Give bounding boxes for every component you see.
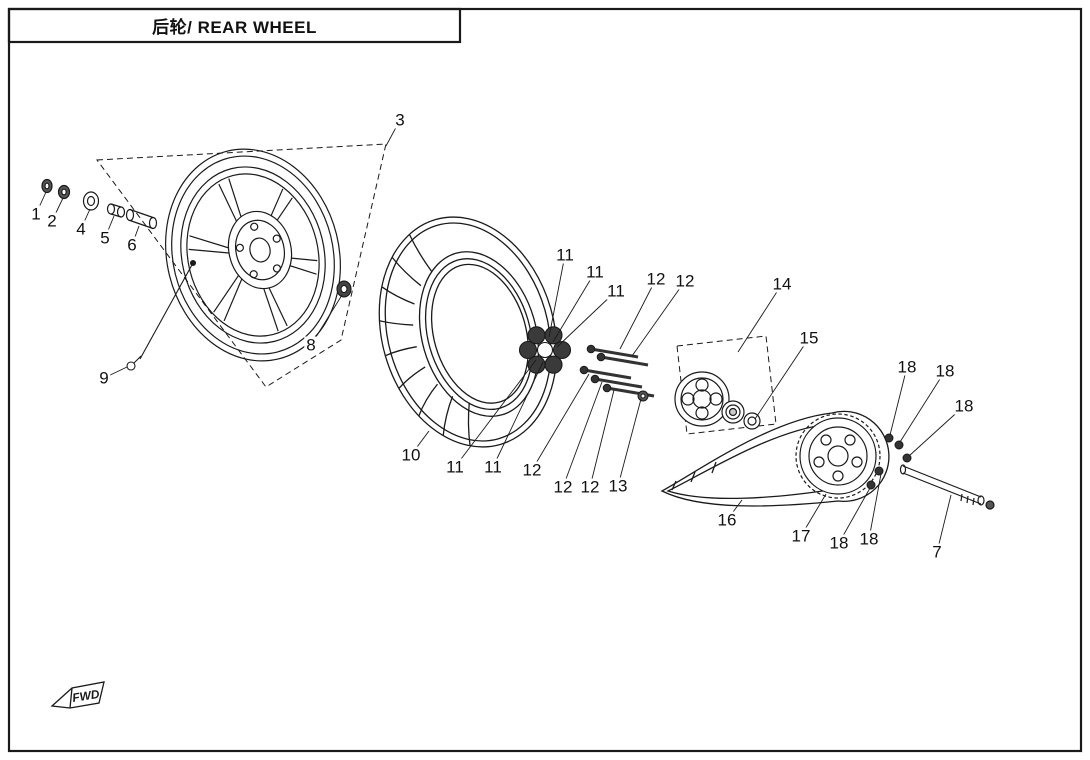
leader-line-2 xyxy=(51,197,64,222)
leader-line-11 xyxy=(548,254,566,338)
sprocket-nuts xyxy=(866,433,912,490)
page-title: 后轮/ REAR WHEEL xyxy=(152,18,317,37)
leader-line-3 xyxy=(385,119,401,147)
leader-line-16 xyxy=(726,499,743,521)
leader-line-18 xyxy=(899,370,946,443)
callout-leader-lines xyxy=(35,119,965,553)
tire xyxy=(378,216,558,448)
leader-line-8 xyxy=(310,294,343,346)
leader-line-5 xyxy=(104,215,115,239)
leader-line-18 xyxy=(868,473,882,540)
leader-line-12 xyxy=(619,278,657,350)
page-border xyxy=(7,7,1083,753)
leader-line-13 xyxy=(617,398,642,487)
wheel-assembly-boundary xyxy=(96,143,387,388)
hub-carrier-flange xyxy=(674,371,730,427)
fwd-label: FWD xyxy=(71,687,101,705)
leader-line-15 xyxy=(754,337,810,420)
fwd-arrow: FWD xyxy=(50,681,105,709)
leader-line-9 xyxy=(103,366,128,379)
leader-line-18 xyxy=(908,405,965,457)
brake-disc xyxy=(227,210,293,290)
leader-line-17 xyxy=(800,493,827,537)
axle-shaft xyxy=(899,464,995,510)
leader-line-12 xyxy=(531,373,590,471)
leader-line-18 xyxy=(838,487,871,544)
leader-line-4 xyxy=(80,208,91,230)
leader-line-10 xyxy=(410,430,430,456)
leader-line-7 xyxy=(936,494,952,553)
leader-line-11 xyxy=(556,290,617,348)
leader-line-14 xyxy=(737,283,783,353)
cush-drive-dampers xyxy=(518,326,572,374)
leader-line-1 xyxy=(35,191,47,215)
leader-line-12 xyxy=(562,381,603,488)
valve-stem xyxy=(126,259,197,371)
leader-line-6 xyxy=(131,225,140,246)
wheel-bearing xyxy=(721,400,761,430)
title-box: 后轮/ REAR WHEEL xyxy=(9,9,460,42)
leader-line-11 xyxy=(454,359,537,468)
bolt-heads xyxy=(579,344,612,393)
leader-line-11 xyxy=(492,361,544,468)
leader-line-18 xyxy=(889,366,908,436)
leader-line-12 xyxy=(631,280,686,357)
rear-sprocket xyxy=(795,413,881,499)
rim-nut xyxy=(336,280,352,298)
leader-line-12 xyxy=(589,389,615,488)
axle-washer-spacer-parts xyxy=(41,178,158,230)
leader-line-11 xyxy=(552,271,596,343)
spacer-nut xyxy=(637,390,649,402)
flange-bolts xyxy=(583,347,655,398)
